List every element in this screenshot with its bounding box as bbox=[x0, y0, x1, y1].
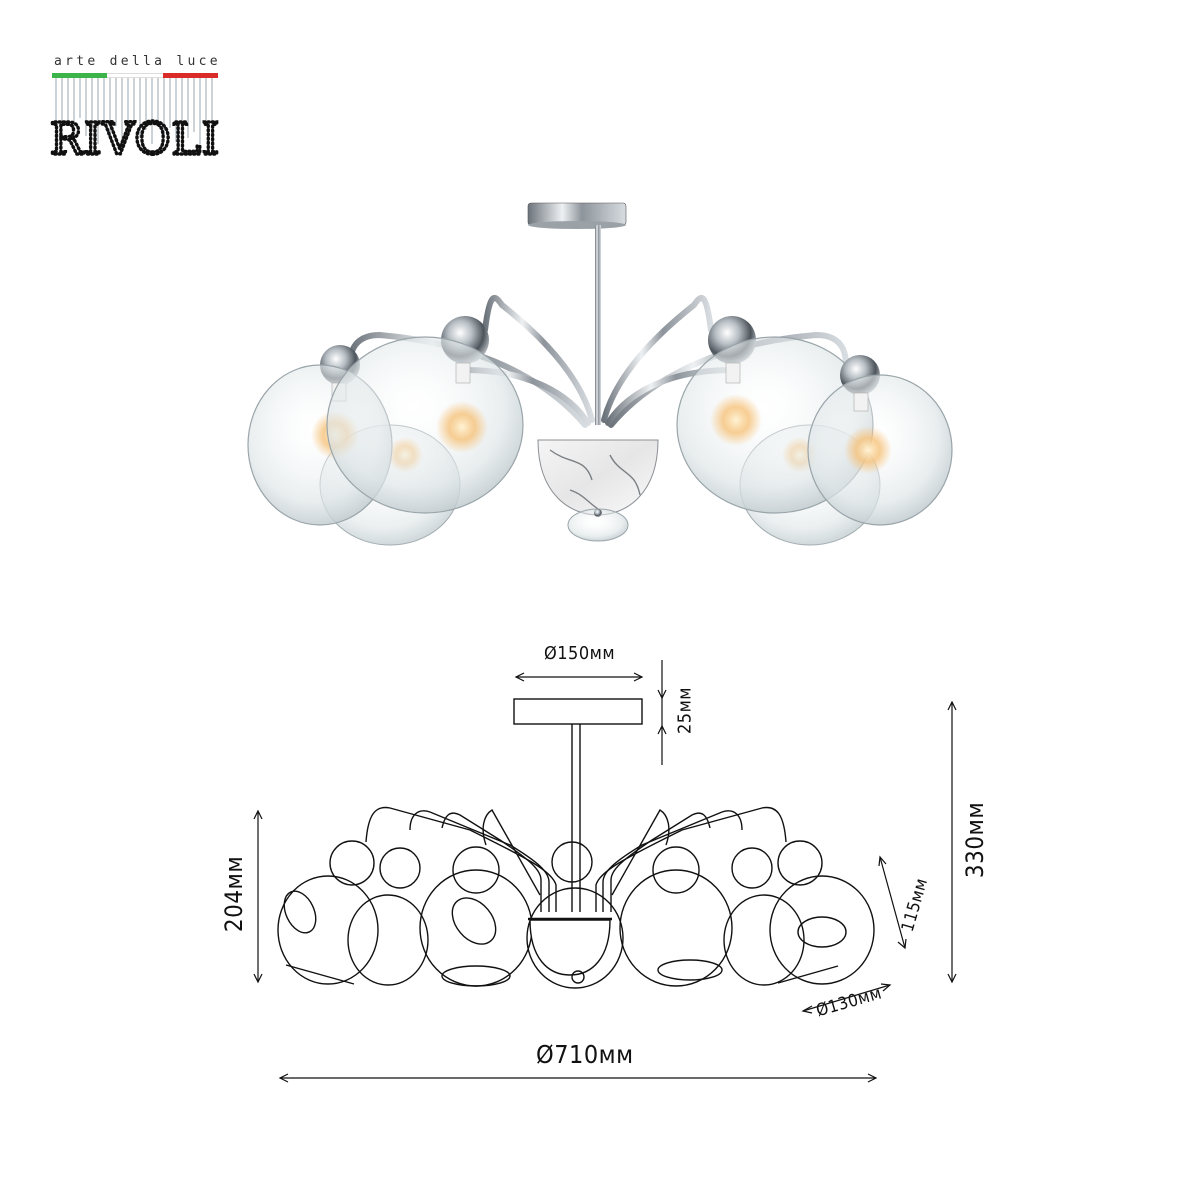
brand-logo: arte della luce RIVOLI bbox=[48, 50, 221, 167]
italian-flag-bar bbox=[52, 73, 218, 78]
brand-wordmark: RIVOLI bbox=[48, 112, 221, 166]
svg-text:RIVOLI: RIVOLI bbox=[50, 114, 220, 165]
overall-diameter-label: Ø710мм bbox=[536, 1040, 634, 1069]
brand-tagline: arte della luce bbox=[54, 54, 221, 69]
product-photo bbox=[247, 202, 953, 546]
body-height-label: 204мм bbox=[220, 855, 248, 933]
logo-curtain-lines bbox=[55, 78, 213, 148]
canopy-diameter-label: Ø150мм bbox=[544, 643, 616, 664]
canopy-height-label: 25мм bbox=[674, 686, 696, 735]
total-height-label: 330мм bbox=[961, 801, 989, 879]
